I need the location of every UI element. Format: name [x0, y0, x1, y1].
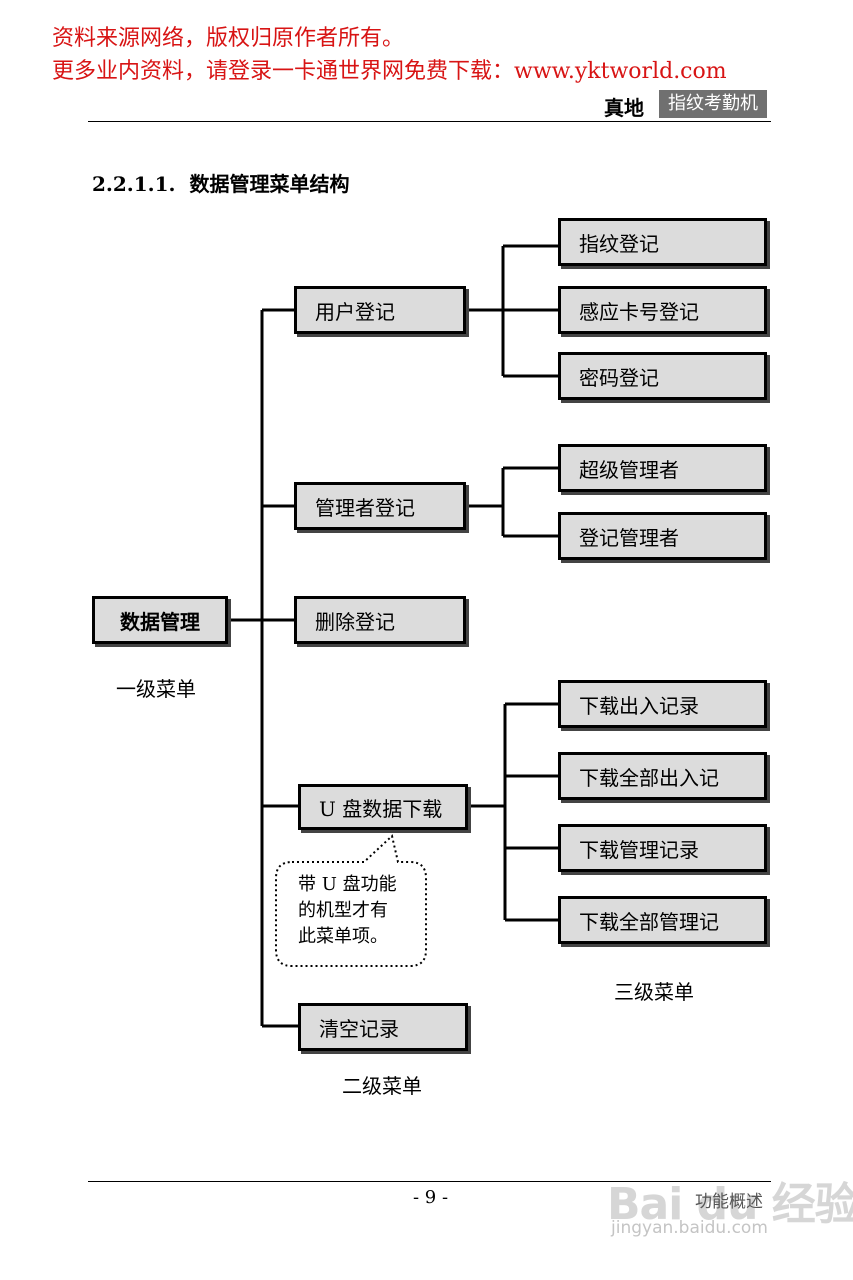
footer-chapter: 功能概述	[695, 1192, 763, 1212]
menu-l2-usb-download: U 盘数据下载	[298, 784, 468, 830]
menu-l3-download-access-records: 下载出入记录	[558, 680, 767, 728]
section-heading: 2.2.1.1. 数据管理菜单结构	[92, 168, 350, 197]
menu-l3-password-registration: 密码登记	[558, 352, 767, 400]
usb-note: 带 U 盘功能 的机型才有 此菜单项。	[276, 862, 426, 966]
note-line-1: 带 U 盘功能	[298, 874, 397, 895]
menu-l2-clear-records: 清空记录	[298, 1003, 468, 1051]
product-name-badge: 指纹考勤机	[659, 90, 767, 118]
menu-l3-download-admin-records: 下载管理记录	[558, 824, 767, 872]
caption-level3: 三级菜单	[614, 980, 694, 1004]
footer-rule	[88, 1181, 771, 1182]
note-bubble	[275, 834, 427, 967]
menu-l2-admin-registration: 管理者登记	[294, 482, 466, 530]
baidu-watermark: Bai du 经验 jingyan.baidu.com	[585, 1148, 853, 1248]
menu-l3-super-admin: 超级管理者	[558, 444, 767, 492]
section-number: 2.2.1.1.	[92, 172, 176, 196]
caption-level2: 二级菜单	[342, 1074, 422, 1098]
header-rule	[88, 121, 771, 122]
menu-l3-fingerprint-registration: 指纹登记	[558, 218, 767, 266]
caption-level1: 一级菜单	[116, 677, 196, 701]
watermark-logo: Bai du 经验	[607, 1168, 853, 1232]
menu-root-data-management: 数据管理	[92, 596, 228, 644]
menu-l3-download-all-access: 下载全部出入记	[558, 752, 767, 800]
note-line-3: 此菜单项。	[298, 926, 388, 947]
note-line-2: 的机型才有	[298, 900, 388, 921]
section-title: 数据管理菜单结构	[189, 172, 350, 196]
menu-l3-card-registration: 感应卡号登记	[558, 286, 767, 334]
menu-l2-delete-registration: 删除登记	[294, 596, 466, 644]
menu-l2-user-registration: 用户登记	[294, 286, 466, 334]
source-notice-line-1: 资料来源网络，版权归原作者所有。	[52, 26, 405, 51]
source-notice-line-2: 更多业内资料，请登录一卡通世界网免费下载：www.yktworld.com	[52, 59, 727, 84]
page-number: - 9 -	[413, 1187, 449, 1208]
menu-l3-register-admin: 登记管理者	[558, 512, 767, 560]
watermark-url: jingyan.baidu.com	[611, 1218, 768, 1238]
watermark-text: Bai du 经验	[607, 1179, 853, 1230]
menu-l3-download-all-admin: 下载全部管理记	[558, 896, 767, 944]
brand-logo: 真地	[604, 96, 644, 120]
